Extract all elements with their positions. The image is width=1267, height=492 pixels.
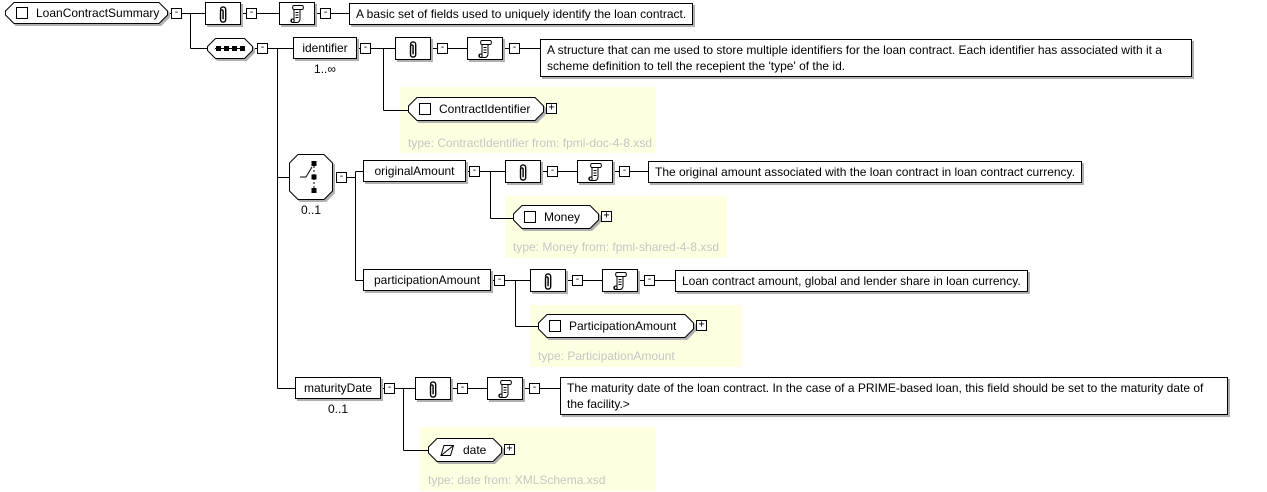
cardinality-label: 0..1 — [300, 203, 321, 217]
annotation-text: The original amount associated with the … — [648, 161, 1082, 183]
attributes-box[interactable] — [395, 37, 431, 60]
expand-toggle[interactable]: + — [696, 320, 707, 331]
type-note: type: ParticipationAmount — [538, 349, 675, 363]
type-note: type: Money from: fpml-shared-4-8.xsd — [513, 240, 720, 254]
element-node-loan-contract-summary[interactable]: LoanContractSummary — [5, 2, 168, 24]
collapse-toggle[interactable]: - — [336, 172, 347, 183]
scroll-icon — [588, 163, 602, 181]
element-node-participation-amount[interactable]: participationAmount — [363, 269, 491, 291]
annotation-box[interactable] — [577, 160, 613, 183]
element-icon — [419, 103, 431, 115]
collapse-toggle[interactable]: - — [437, 43, 448, 54]
paperclip-icon — [429, 380, 437, 398]
element-label: Money — [544, 210, 581, 224]
element-label: LoanContractSummary — [36, 6, 160, 20]
choice-icon — [300, 161, 317, 193]
type-note: type: ContractIdentifier from: fpml-doc-… — [408, 136, 653, 150]
cardinality-label: 1..∞ — [314, 62, 336, 76]
simple-type-icon — [440, 444, 455, 456]
sequence-icon — [215, 46, 245, 51]
scroll-icon — [290, 5, 304, 23]
collapse-toggle[interactable]: - — [384, 383, 395, 394]
collapse-toggle[interactable]: - — [171, 8, 182, 19]
expand-toggle[interactable]: + — [504, 444, 515, 455]
attributes-box[interactable] — [205, 2, 241, 25]
attributes-box[interactable] — [415, 377, 451, 400]
paperclip-icon — [219, 5, 227, 23]
expand-toggle[interactable]: + — [546, 103, 557, 114]
element-label: participationAmount — [373, 273, 481, 287]
annotation-text: The maturity date of the loan contract. … — [560, 377, 1228, 415]
element-node-maturity-date[interactable]: maturityDate — [295, 377, 381, 399]
paperclip-icon — [519, 163, 527, 181]
annotation-box[interactable] — [602, 269, 638, 292]
attributes-box[interactable] — [505, 160, 541, 183]
element-node-identifier[interactable]: identifier — [293, 37, 357, 59]
element-node-date[interactable]: date — [428, 438, 502, 462]
collapse-toggle[interactable]: - — [469, 166, 480, 177]
element-icon — [549, 320, 561, 332]
element-label: maturityDate — [303, 381, 373, 395]
cardinality-label: 0..1 — [327, 402, 348, 416]
annotation-text: A structure that can me used to store mu… — [540, 39, 1192, 77]
element-label: ContractIdentifier — [439, 102, 531, 116]
element-icon — [16, 7, 28, 19]
paperclip-icon — [544, 272, 552, 290]
collapse-toggle[interactable]: - — [572, 275, 583, 286]
annotation-box[interactable] — [279, 2, 315, 25]
element-label: originalAmount — [374, 164, 455, 178]
collapse-toggle[interactable]: - — [529, 383, 540, 394]
element-label: ParticipationAmount — [569, 319, 677, 333]
collapse-toggle[interactable]: - — [320, 8, 331, 19]
element-node-money[interactable]: Money — [513, 205, 599, 229]
scroll-icon — [498, 380, 512, 398]
element-node-participation-amount-type[interactable]: ParticipationAmount — [538, 314, 694, 338]
annotation-text: Loan contract amount, global and lender … — [675, 270, 1028, 292]
type-note: type: date from: XMLSchema.xsd — [428, 473, 606, 487]
annotation-box[interactable] — [487, 377, 523, 400]
paperclip-icon — [409, 40, 417, 58]
element-icon — [524, 211, 536, 223]
collapse-toggle[interactable]: - — [644, 275, 655, 286]
collapse-toggle[interactable]: - — [360, 43, 371, 54]
choice-compositor[interactable] — [289, 154, 333, 200]
attributes-box[interactable] — [530, 269, 566, 292]
element-node-contract-identifier[interactable]: ContractIdentifier — [408, 97, 544, 121]
scroll-icon — [613, 272, 627, 290]
collapse-toggle[interactable]: - — [246, 8, 257, 19]
sequence-compositor[interactable] — [207, 38, 253, 59]
collapse-toggle[interactable]: - — [457, 383, 468, 394]
collapse-toggle[interactable]: - — [494, 275, 505, 286]
collapse-toggle[interactable]: - — [619, 166, 630, 177]
scroll-icon — [478, 40, 492, 58]
expand-toggle[interactable]: + — [601, 211, 612, 222]
element-label: identifier — [302, 41, 348, 55]
annotation-box[interactable] — [467, 37, 503, 60]
collapse-toggle[interactable]: - — [547, 166, 558, 177]
annotation-text: A basic set of fields used to uniquely i… — [349, 3, 694, 25]
element-label: date — [463, 443, 487, 457]
element-node-original-amount[interactable]: originalAmount — [363, 160, 466, 182]
collapse-toggle[interactable]: - — [257, 43, 268, 54]
collapse-toggle[interactable]: - — [509, 43, 520, 54]
